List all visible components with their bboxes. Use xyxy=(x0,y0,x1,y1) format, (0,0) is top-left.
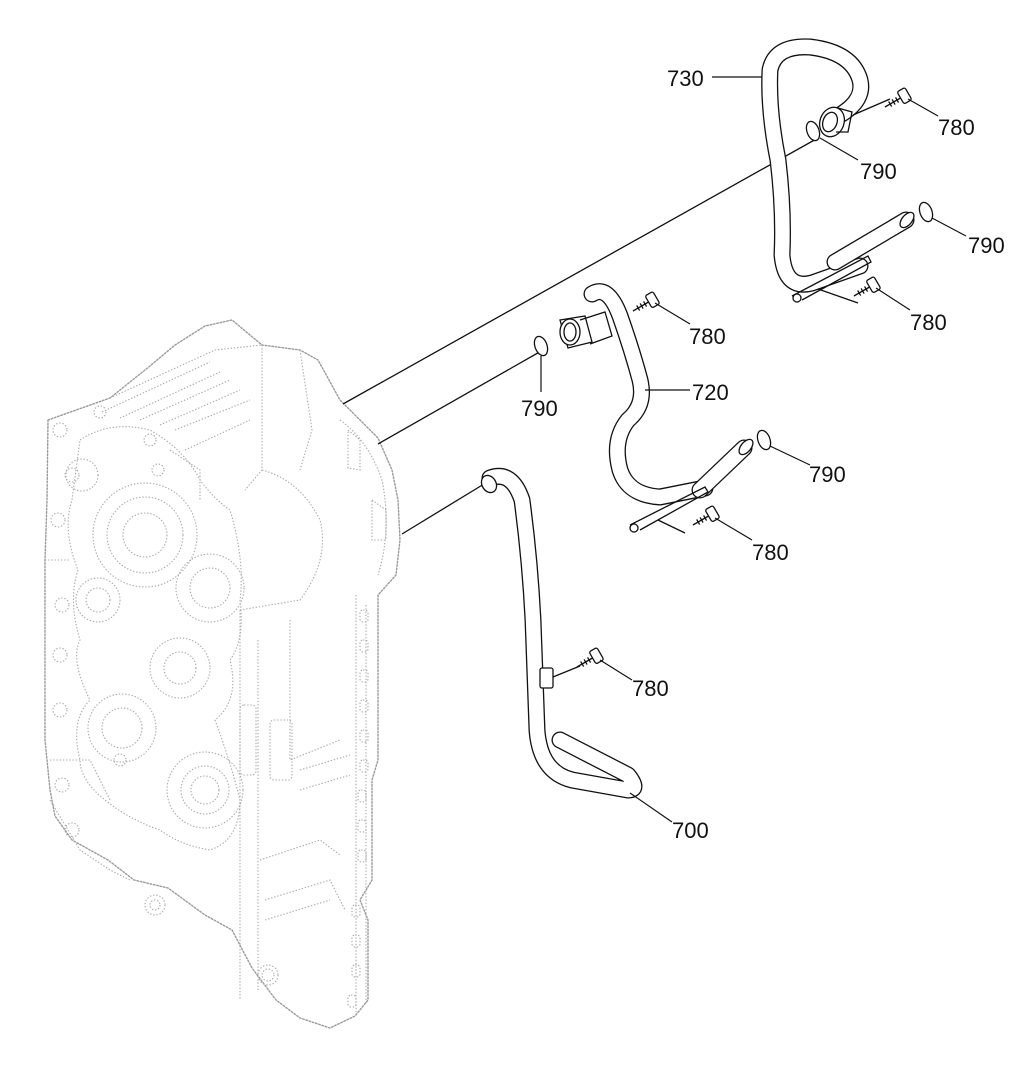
pipe-730 xyxy=(761,38,915,304)
callout-790-c: 790 xyxy=(521,396,558,421)
pipe-720 xyxy=(559,283,754,534)
callout-780-a: 780 xyxy=(938,115,975,140)
callout-leaders xyxy=(540,76,967,823)
callout-790-a: 790 xyxy=(860,159,897,184)
transmission-housing xyxy=(44,319,401,1029)
callout-780-d: 780 xyxy=(752,540,789,565)
callout-700: 700 xyxy=(672,818,709,843)
callout-730: 730 xyxy=(667,66,704,91)
callout-720: 720 xyxy=(692,380,729,405)
callout-780-c: 780 xyxy=(689,324,726,349)
callout-780-b: 780 xyxy=(910,310,947,335)
screw-780 xyxy=(576,87,912,668)
callout-790-b: 790 xyxy=(968,233,1005,258)
explosion-lines xyxy=(342,137,819,535)
o-ring-790 xyxy=(533,120,934,451)
callout-780-e: 780 xyxy=(632,676,669,701)
pipe-700 xyxy=(480,467,643,799)
callout-790-d: 790 xyxy=(809,462,846,487)
